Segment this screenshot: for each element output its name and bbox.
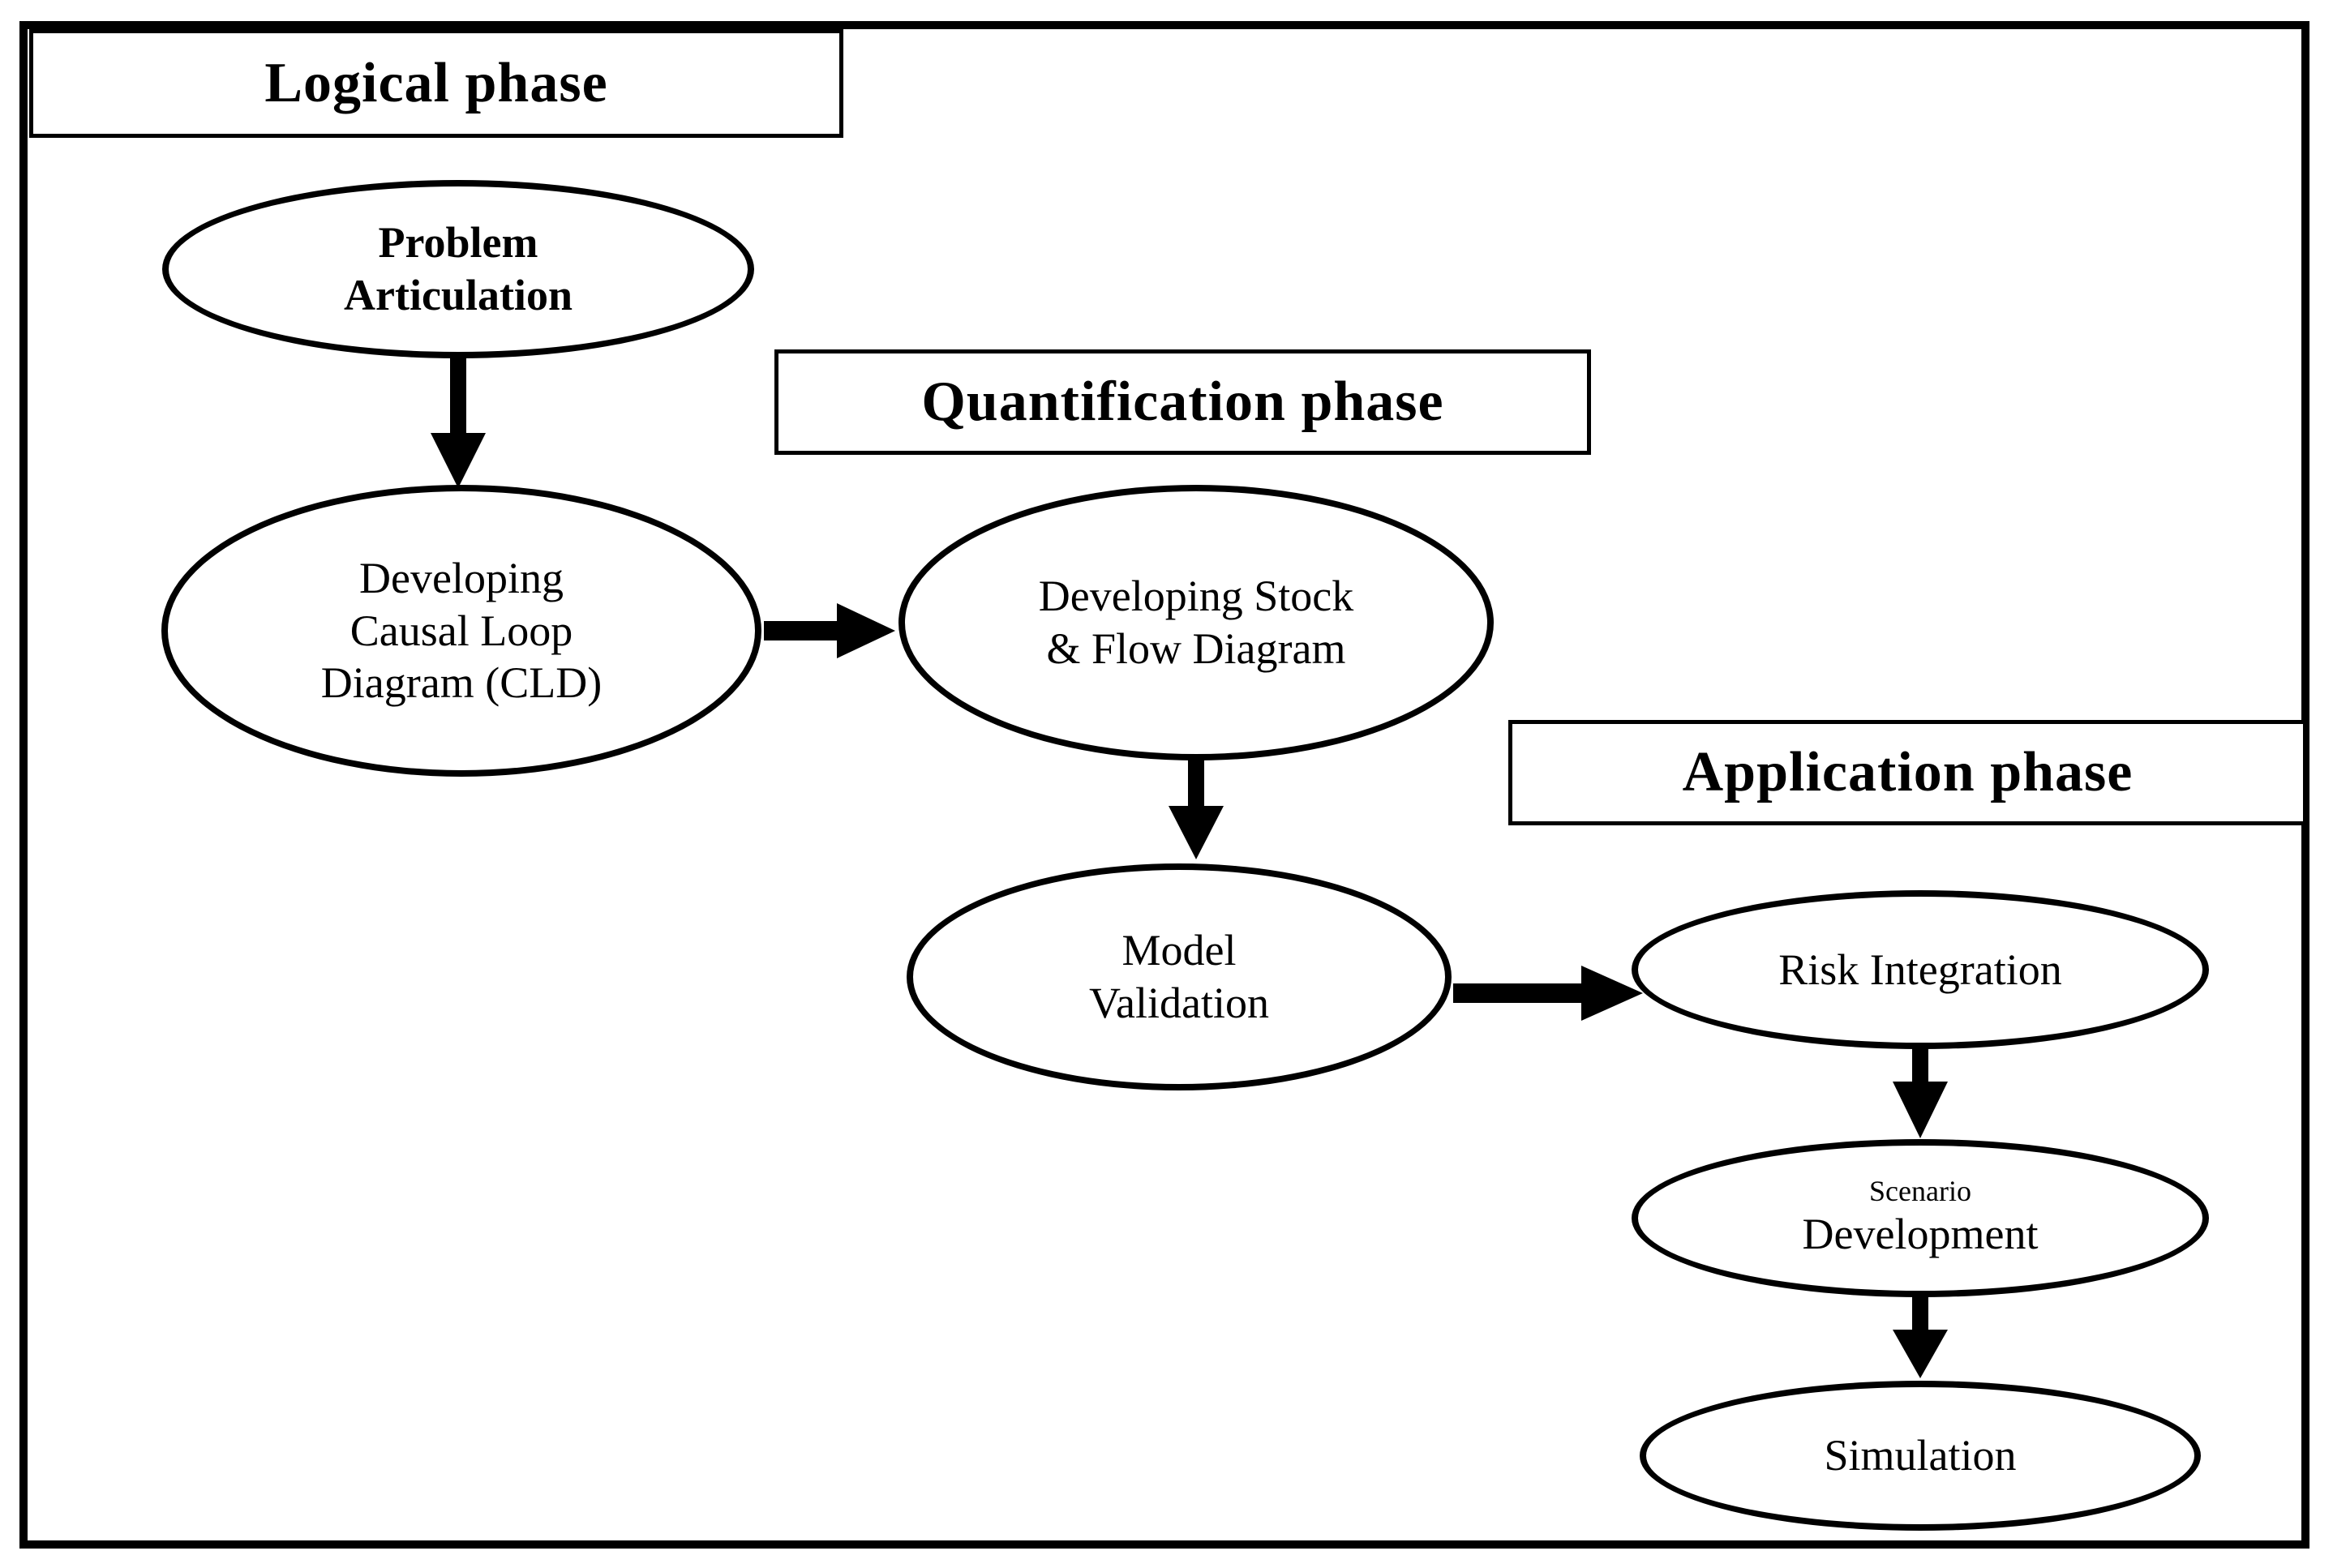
node-stock-flow-line1: Developing Stock [1038,572,1354,621]
phase-label-application: Application phase [1508,720,2307,825]
arrow-stockflow-to-validation [1169,759,1224,859]
node-risk-integration-line1: Risk Integration [1778,945,2062,994]
arrow-validation-to-risk [1453,966,1643,1021]
node-simulation-line1: Simulation [1824,1431,2017,1480]
node-problem-articulation-line1: Problem [378,218,538,268]
node-scenario-development-line1: Development [1802,1209,2039,1258]
node-model-validation: Model Validation [907,863,1452,1090]
phase-label-logical: Logical phase [29,23,843,138]
arrow-risk-to-scenario [1893,1047,1948,1138]
node-problem-articulation-line2: Articulation [344,271,573,319]
node-problem-articulation: Problem Articulation [162,180,754,358]
node-stock-flow-diagram: Developing Stock & Flow Diagram [898,485,1494,760]
phase-label-application-text: Application phase [1682,741,2134,803]
node-causal-loop-line2: Causal Loop [350,606,573,655]
node-causal-loop-line3: Diagram (CLD) [320,658,603,708]
node-model-validation-line1: Model [1121,926,1237,975]
node-scenario-development: Scenario Development [1632,1139,2209,1297]
arrow-problem-to-cld [431,357,486,488]
node-scenario-development-small-line: Scenario [1869,1175,1971,1208]
node-simulation: Simulation [1640,1381,2201,1531]
arrow-cld-to-stockflow [764,603,895,658]
phase-label-quantification: Quantification phase [774,349,1591,455]
node-risk-integration: Risk Integration [1632,890,2209,1049]
phase-label-logical-text: Logical phase [264,52,608,114]
node-causal-loop-line1: Developing [359,553,564,602]
node-stock-flow-line2: & Flow Diagram [1046,624,1346,673]
node-model-validation-line2: Validation [1089,979,1269,1027]
arrow-scenario-to-simulation [1893,1296,1948,1378]
node-causal-loop-diagram: Developing Causal Loop Diagram (CLD) [161,485,761,777]
phase-label-quantification-text: Quantification phase [921,371,1444,433]
